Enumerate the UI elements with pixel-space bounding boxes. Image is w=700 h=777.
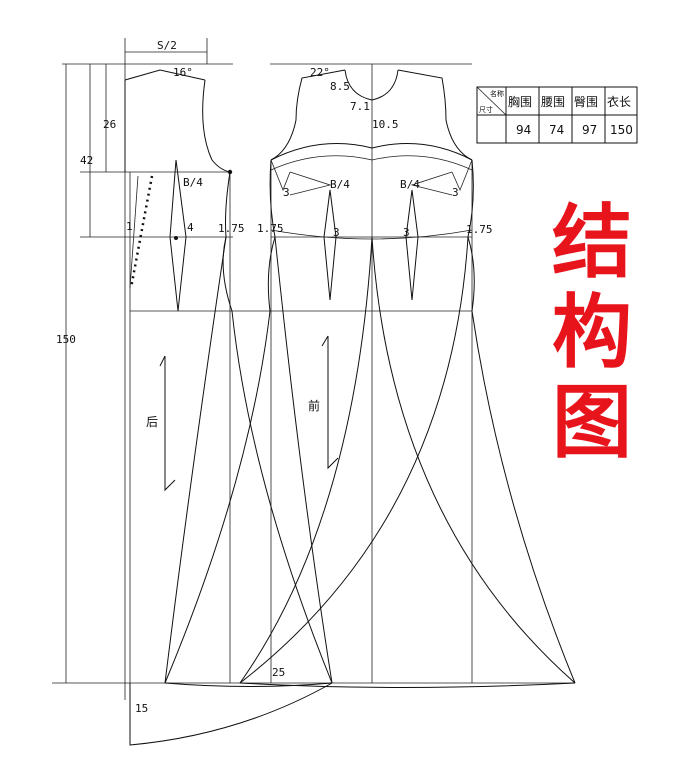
table-corner-bottom: 尺寸 xyxy=(479,105,493,114)
label-w175-front-r: 1.75 xyxy=(466,223,493,236)
label-dart-3-br: 3 xyxy=(403,226,410,239)
label-hem-25: 25 xyxy=(272,666,285,679)
table-corner-top: 名称 xyxy=(490,89,504,98)
label-b4-front-r: B/4 xyxy=(400,178,420,191)
label-angle-back: 16° xyxy=(173,66,193,79)
title-char-1: 结 xyxy=(552,196,632,289)
table-value-waist: 74 xyxy=(549,123,564,137)
size-table: 名称 尺寸 胸围 腰围 臀围 衣长 94 74 97 150 xyxy=(476,86,638,144)
label-len-26: 26 xyxy=(103,118,116,131)
label-front: 前 xyxy=(308,398,320,413)
label-b4-back: B/4 xyxy=(183,176,203,189)
table-header-chest: 胸围 xyxy=(508,94,532,109)
label-dart-3-r: 3 xyxy=(452,186,459,199)
table-value-hip: 97 xyxy=(582,123,597,137)
table-header-waist: 腰围 xyxy=(541,95,565,109)
label-back: 后 xyxy=(146,415,158,429)
label-b4-front-l: B/4 xyxy=(330,178,350,191)
label-train-15: 15 xyxy=(135,702,148,715)
label-s-half: S/2 xyxy=(157,39,177,52)
label-dart-3-bl: 3 xyxy=(333,226,340,239)
label-dart-3-l: 3 xyxy=(283,186,290,199)
skirt-lines xyxy=(129,236,576,746)
front-bodice xyxy=(267,69,475,312)
label-w175-back: 1.75 xyxy=(218,222,245,235)
label-neck-71: 7.1 xyxy=(350,100,370,113)
table-header-length: 衣长 xyxy=(607,94,631,109)
label-angle-front: 22° xyxy=(310,66,330,79)
label-w175-front-l: 1.75 xyxy=(257,222,284,235)
table-header-hip: 臀围 xyxy=(574,95,598,109)
construction-lines xyxy=(52,38,575,700)
label-len-150: 150 xyxy=(56,333,76,346)
label-len-42: 42 xyxy=(80,154,93,167)
label-neck-85: 8.5 xyxy=(330,80,350,93)
title-char-2: 构 xyxy=(552,286,632,379)
measurement-labels: S/2 16° 22° 26 42 150 8.5 7.1 10.5 B/4 B… xyxy=(56,39,493,715)
title-char-3: 图 xyxy=(552,376,632,469)
table-value-chest: 94 xyxy=(516,123,531,137)
back-bodice xyxy=(124,69,233,312)
table-value-length: 150 xyxy=(610,123,633,137)
label-one: 1 xyxy=(126,220,133,233)
label-neck-105: 10.5 xyxy=(372,118,399,131)
label-four: 4 xyxy=(187,221,194,234)
